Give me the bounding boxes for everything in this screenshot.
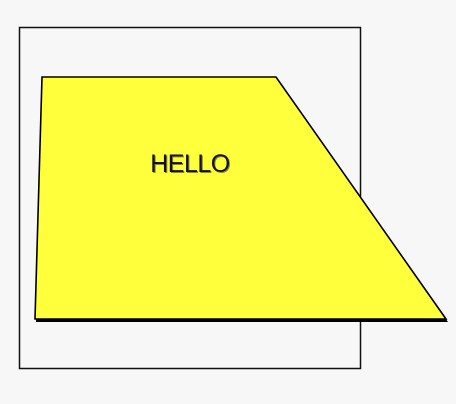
yellow-trapezoid-group[interactable]: HELLO HELLO <box>34 76 448 322</box>
hello-label-shadow: HELLO <box>151 151 231 179</box>
hello-label: HELLO <box>150 150 230 178</box>
yellow-trapezoid-shape[interactable] <box>34 76 448 320</box>
